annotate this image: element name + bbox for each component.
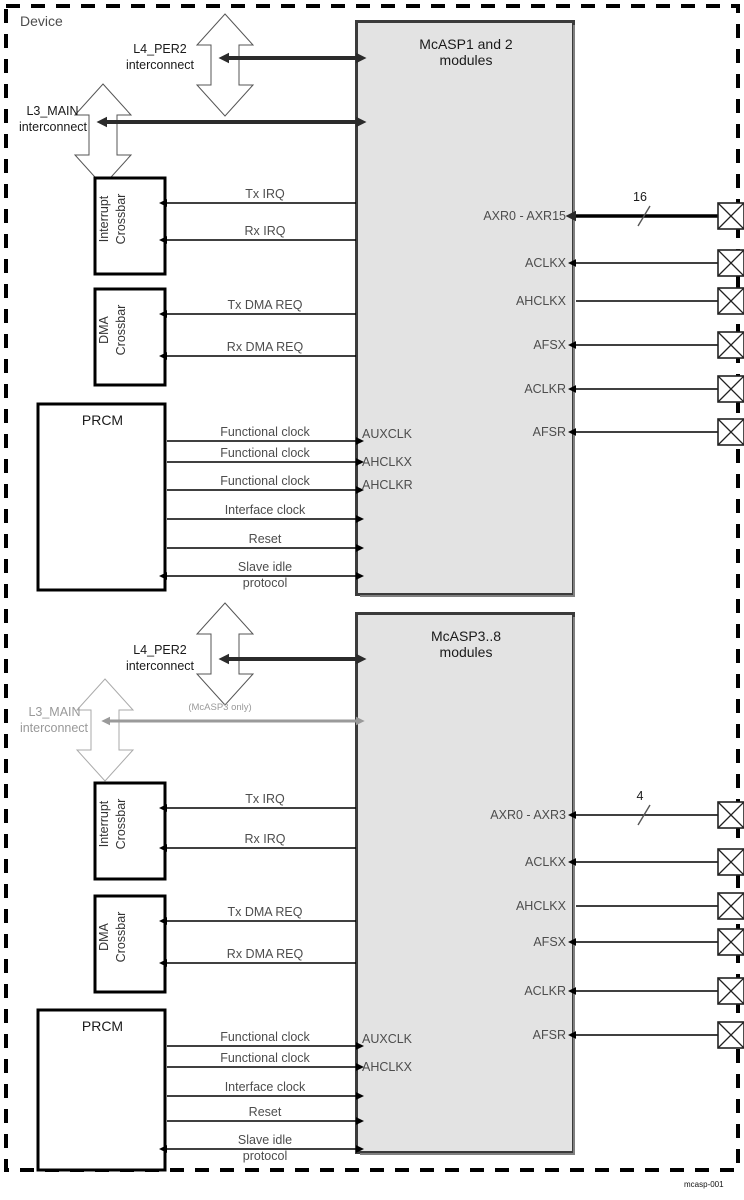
device-label: Device: [20, 13, 63, 29]
prcm-signal-label2-top-5: protocol: [242, 576, 288, 590]
prcm-signal-label-bottom-1: Functional clock: [220, 1051, 310, 1065]
l3main-label-line2-bottom: interconnect: [19, 721, 89, 735]
dma-crossbar-label-line1-top: DMA: [97, 316, 111, 344]
l3main-interconnect-symbol-bottom: [75, 678, 135, 782]
prcm-signal-label-top-3: Interface clock: [224, 503, 306, 517]
prcm-signal-label-top-2: Functional clock: [220, 474, 310, 488]
pin-box-top-0: [717, 202, 744, 230]
pin-box-top-5: [717, 418, 744, 446]
pin-port-label-top-1: ACLKX: [525, 256, 566, 270]
bus-width-label-bottom: 4: [636, 789, 644, 803]
mcasp3-8-title-line1: McASP3..8: [430, 628, 502, 644]
port-label-top-auxclk: AUXCLK: [362, 427, 413, 441]
bus-width-label-top: 16: [633, 190, 647, 204]
pin-box-bottom-1: [717, 848, 744, 876]
dma-crossbar-label-line2-bottom: Crossbar: [114, 911, 128, 963]
prcm-box-top: [36, 402, 167, 592]
pin-box-bottom-3: [717, 928, 744, 956]
rx-dma-label-bottom: Rx DMA REQ: [226, 947, 304, 961]
tx-dma-label-top: Tx DMA REQ: [227, 298, 303, 312]
l4per2-label-line2-bottom: interconnect: [125, 659, 195, 673]
l4per2-interconnect-symbol-top: [195, 13, 255, 117]
pin-box-bottom-2: [717, 892, 744, 920]
interrupt-crossbar-label-line1-top: Interrupt: [97, 195, 111, 243]
mcasp3-only-note: (McASP3 only): [188, 702, 252, 713]
interrupt-crossbar-label-line2-top: Crossbar: [114, 193, 128, 245]
tx-dma-label-bottom: Tx DMA REQ: [227, 905, 303, 919]
pin-port-label-bottom-5: AFSR: [532, 1028, 566, 1042]
pin-port-label-top-2: AHCLKX: [515, 294, 566, 308]
interrupt-crossbar-box-bottom: [93, 781, 167, 881]
prcm-signal-label-top-0: Functional clock: [220, 425, 310, 439]
prcm-box-bottom: [36, 1008, 167, 1172]
rx-irq-label-top: Rx IRQ: [244, 224, 286, 238]
pin-port-label-bottom-2: AHCLKX: [515, 899, 566, 913]
pin-box-bottom-0: [717, 801, 744, 829]
prcm-signal-label-bottom-2: Interface clock: [224, 1080, 306, 1094]
port-label-bottom-ahclkx-prcm: AHCLKX: [362, 1060, 413, 1074]
port-label-top-ahclkx-prcm: AHCLKX: [362, 455, 413, 469]
rx-dma-label-top: Rx DMA REQ: [226, 340, 304, 354]
prcm-label-top: PRCM: [81, 412, 124, 428]
port-label-top-ahclkr: AHCLKR: [362, 478, 413, 492]
dma-crossbar-label-line2-top: Crossbar: [114, 304, 128, 356]
bus-slash-top: [637, 205, 651, 227]
pin-port-label-top-0: AXR0 - AXR15: [483, 209, 566, 223]
interrupt-crossbar-label-line1-bottom: Interrupt: [97, 800, 111, 848]
pin-port-label-bottom-0: AXR0 - AXR3: [490, 808, 566, 822]
tx-irq-label-bottom: Tx IRQ: [245, 792, 285, 806]
pin-box-bottom-4: [717, 977, 744, 1005]
rx-irq-label-bottom: Rx IRQ: [244, 832, 286, 846]
tx-irq-label-top: Tx IRQ: [245, 187, 285, 201]
prcm-signal-label-bottom-3: Reset: [248, 1105, 282, 1119]
section-top: [36, 13, 744, 597]
mcasp1-2-module-box: [355, 20, 575, 597]
pin-port-label-bottom-3: AFSX: [533, 935, 566, 949]
pin-box-top-2: [717, 287, 744, 315]
prcm-signal-label-bottom-4: Slave idle: [237, 1133, 293, 1147]
prcm-signal-label-top-4: Reset: [248, 532, 282, 546]
interrupt-crossbar-label-line2-bottom: Crossbar: [114, 798, 128, 850]
pin-box-bottom-5: [717, 1021, 744, 1049]
prcm-signal-label-top-5: Slave idle: [237, 560, 293, 574]
pin-port-label-top-4: ACLKR: [524, 382, 566, 396]
l3main-label-line2-top: interconnect: [18, 120, 88, 134]
pin-port-label-top-5: AFSR: [532, 425, 566, 439]
prcm-signal-label-bottom-0: Functional clock: [220, 1030, 310, 1044]
prcm-signal-label-top-1: Functional clock: [220, 446, 310, 460]
pin-port-label-top-3: AFSX: [533, 338, 566, 352]
mcasp3-8-module-box: [355, 612, 575, 1155]
pin-box-top-1: [717, 249, 744, 277]
prcm-signal-label2-bottom-4: protocol: [242, 1149, 288, 1163]
mcasp1-2-title-line1: McASP1 and 2: [419, 36, 513, 52]
figure-id-label: mcasp-001: [684, 1180, 724, 1189]
l3main-label-line1-bottom: L3_MAIN: [28, 705, 81, 719]
l4per2-label-line2-top: interconnect: [125, 58, 195, 72]
l4per2-label-line1-bottom: L4_PER2: [133, 643, 187, 657]
prcm-label-bottom: PRCM: [81, 1018, 124, 1034]
l4per2-label-line1-top: L4_PER2: [133, 42, 187, 56]
port-label-bottom-auxclk: AUXCLK: [362, 1032, 413, 1046]
mcasp1-2-title-line2: modules: [439, 52, 493, 68]
interrupt-crossbar-box-top: [93, 176, 167, 276]
pin-box-top-3: [717, 331, 744, 359]
pin-port-label-bottom-4: ACLKR: [524, 984, 566, 998]
mcasp3-8-title-line2: modules: [439, 644, 493, 660]
l3main-label-line1-top: L3_MAIN: [26, 104, 79, 118]
bus-slash-bottom: [637, 804, 651, 826]
pin-port-label-bottom-1: ACLKX: [525, 855, 566, 869]
dma-crossbar-box-top: [93, 287, 167, 387]
section-bottom: [36, 602, 744, 1172]
pin-box-top-4: [717, 375, 744, 403]
dma-crossbar-box-bottom: [93, 894, 167, 994]
dma-crossbar-label-line1-bottom: DMA: [97, 923, 111, 951]
device-boundary: [4, 4, 740, 1172]
